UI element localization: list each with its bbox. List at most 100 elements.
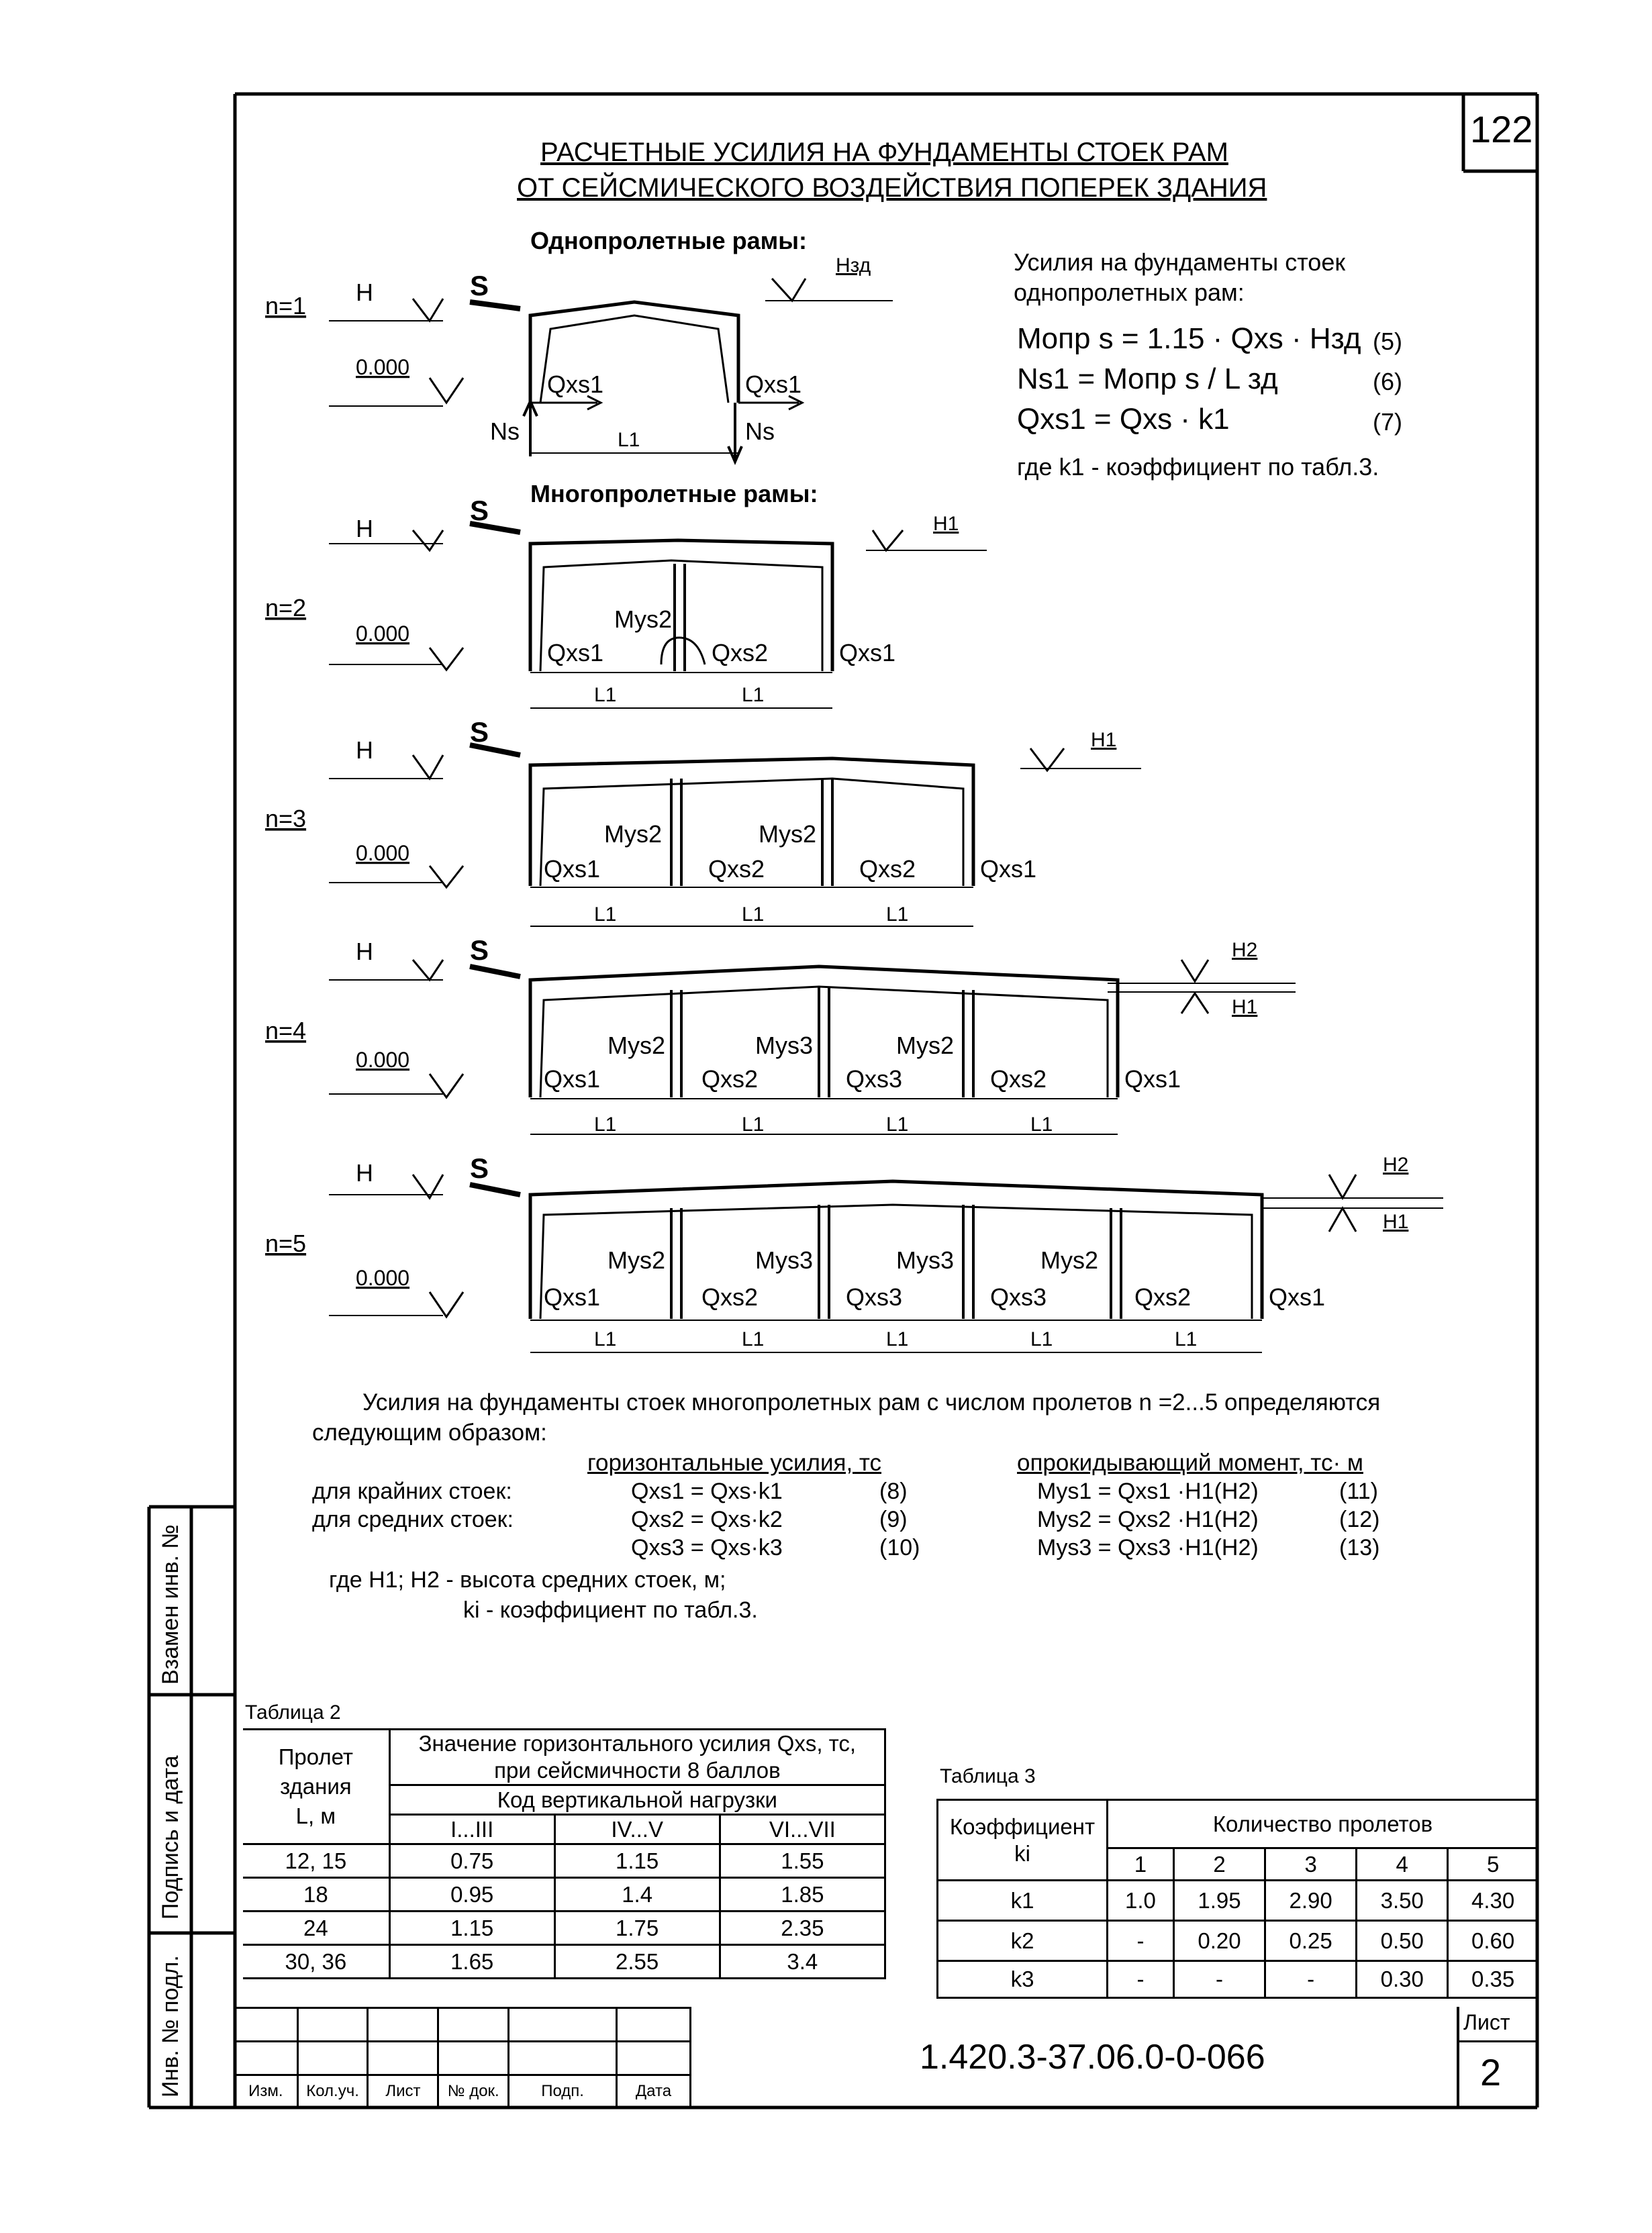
label-Qxs2: Qxs2: [701, 1283, 758, 1311]
label-L1: L1: [886, 903, 908, 926]
table-row: k2 - 0.20 0.25 0.50 0.60: [936, 1920, 1537, 1962]
table2: Пролет здания L, м Значение горизонтальн…: [243, 1728, 887, 1979]
label-L1: L1: [742, 684, 764, 706]
where-line-1: где H1; H2 - высота средних стоек, м;: [329, 1567, 726, 1593]
table-row: 30, 36 1.65 2.55 3.4: [243, 1944, 887, 1979]
frame-diagram-n4: [329, 959, 1296, 1135]
formula-13: Mys3 = Qxs3 ·H1(H2): [1037, 1535, 1259, 1560]
page-title-line1: РАСЧЕТНЫЕ УСИЛИЯ НА ФУНДАМЕНТЫ СТОЕК РАМ: [540, 138, 1228, 167]
formula-5-num: (5): [1373, 328, 1402, 355]
frame-diagram-n5: [329, 1174, 1443, 1353]
label-n2: n=2: [265, 594, 306, 622]
label-Qxs1: Qxs1: [1124, 1065, 1181, 1093]
label-Qxs2: Qxs2: [712, 639, 768, 666]
table-row: k3 - - - 0.30 0.35: [936, 1960, 1537, 1999]
label-L1: L1: [886, 1328, 908, 1350]
col-head-moment: опрокидывающий момент, тс· м: [1017, 1450, 1363, 1476]
label-zero: 0.000: [356, 355, 409, 379]
table-row: 12, 15 0.75 1.15 1.55: [243, 1843, 887, 1879]
row-label: для крайних стоек:: [312, 1479, 512, 1504]
label-Qxs1: Qxs1: [839, 639, 895, 666]
label-L1: L1: [1030, 1113, 1053, 1136]
where-line-2: ki - коэффициент по табл.3.: [463, 1597, 758, 1623]
table3-caption: Таблица 3: [940, 1765, 1036, 1787]
sheet-divider: [1457, 2040, 1537, 2042]
label-Mys2: Mys2: [608, 1246, 665, 1274]
table2-code: VI...VII: [718, 1814, 887, 1845]
table3: Коэффициент ki Количество пролетов 1 2 3…: [936, 1799, 1537, 1999]
frame-diagram-n1: [329, 277, 893, 466]
label-n3: n=3: [265, 805, 306, 832]
label-Qxs2: Qxs2: [990, 1065, 1047, 1093]
formula-11: Mys1 = Qxs1 ·H1(H2): [1037, 1479, 1259, 1504]
label-Mys2: Mys2: [608, 1032, 665, 1059]
label-H1: H1: [1383, 1211, 1408, 1233]
label-L1: L1: [742, 1113, 764, 1136]
label-H: H: [356, 515, 373, 542]
label-zero: 0.000: [356, 622, 409, 646]
multi-span-paragraph-1: Усилия на фундаменты стоек многопролетны…: [362, 1389, 1381, 1416]
table3-col0-head: Коэффициент ki: [936, 1799, 1108, 1881]
label-H2: H2: [1232, 939, 1257, 961]
label-Qxs3: Qxs3: [990, 1283, 1047, 1311]
label-Ns: Ns: [490, 417, 520, 445]
label-L1: L1: [594, 903, 616, 926]
formula-13-num: (13): [1339, 1535, 1380, 1560]
label-Mys2: Mys2: [604, 820, 662, 848]
multi-span-paragraph-2: следующим образом:: [312, 1420, 547, 1446]
formula-8: Qxs1 = Qxs·k1: [631, 1479, 783, 1504]
table2-caption: Таблица 2: [245, 1701, 341, 1724]
page-title-line2: ОТ СЕЙСМИЧЕСКОГО ВОЗДЕЙСТВИЯ ПОПЕРЕК ЗДА…: [517, 173, 1267, 203]
label-H1: H1: [1091, 729, 1116, 751]
label-L1: L1: [1030, 1328, 1053, 1350]
formula-7-num: (7): [1373, 408, 1402, 436]
single-span-intro-2: однопролетных рам:: [1014, 279, 1245, 306]
formula-8-num: (8): [879, 1479, 908, 1504]
label-n1: n=1: [265, 292, 306, 319]
formula-11-num: (11): [1339, 1479, 1378, 1504]
label-S: S: [470, 495, 489, 526]
label-H2: H2: [1383, 1154, 1408, 1176]
label-H: H: [356, 1159, 373, 1187]
stamp-original-inv: Инв. № подл.: [158, 1955, 183, 2097]
table-row: 24 1.15 1.75 2.35: [243, 1910, 887, 1946]
label-S: S: [470, 1152, 489, 1184]
formula-12: Mys2 = Qxs2 ·H1(H2): [1037, 1507, 1259, 1532]
label-zero: 0.000: [356, 1266, 409, 1290]
sheet-number: 2: [1480, 2051, 1502, 2093]
label-Hzd: Нзд: [836, 254, 871, 277]
row-label: для средних стоек:: [312, 1507, 514, 1532]
document-code: 1.420.3-37.06.0-0-066: [920, 2038, 1265, 2077]
formula-5: Mопр s = 1.15 · Qxs · Hзд: [1017, 322, 1361, 355]
label-Qxs2: Qxs2: [859, 855, 916, 883]
table2-col0-head: Пролет здания L, м: [243, 1728, 391, 1845]
table-row: 18 0.95 1.4 1.85: [243, 1877, 887, 1912]
single-span-heading: Однопролетные рамы:: [530, 227, 807, 254]
table2-group-head: Значение горизонтального усилия Qxs, тс,…: [388, 1728, 887, 1786]
label-n4: n=4: [265, 1017, 306, 1044]
multi-span-heading: Многопролетные рамы:: [530, 480, 818, 507]
formula-10-num: (10): [879, 1535, 920, 1560]
label-Qxs3: Qxs3: [846, 1283, 902, 1311]
label-Qxs2: Qxs2: [701, 1065, 758, 1093]
label-Qxs3: Qxs3: [846, 1065, 902, 1093]
label-L1: L1: [594, 1328, 616, 1350]
table3-group-head: Количество пролетов: [1106, 1799, 1537, 1849]
label-S: S: [470, 716, 489, 748]
formula-9: Qxs2 = Qxs·k2: [631, 1507, 783, 1532]
frame-diagram-n3: [329, 742, 1141, 927]
label-S: S: [470, 934, 489, 966]
label-Mys3: Mys3: [755, 1246, 813, 1274]
stamp-replacement-inv: Взамен инв. №: [158, 1524, 183, 1685]
label-Mys3: Mys3: [755, 1032, 813, 1059]
label-L1: L1: [886, 1113, 908, 1136]
label-Qxs1: Qxs1: [547, 370, 603, 398]
label-Qxs2: Qxs2: [708, 855, 765, 883]
label-Mys2: Mys2: [1040, 1246, 1098, 1274]
label-Qxs1: Qxs1: [544, 1065, 600, 1093]
label-L1: L1: [594, 684, 616, 706]
label-H: H: [356, 279, 373, 306]
label-zero: 0.000: [356, 1048, 409, 1072]
label-H1: H1: [1232, 996, 1257, 1018]
